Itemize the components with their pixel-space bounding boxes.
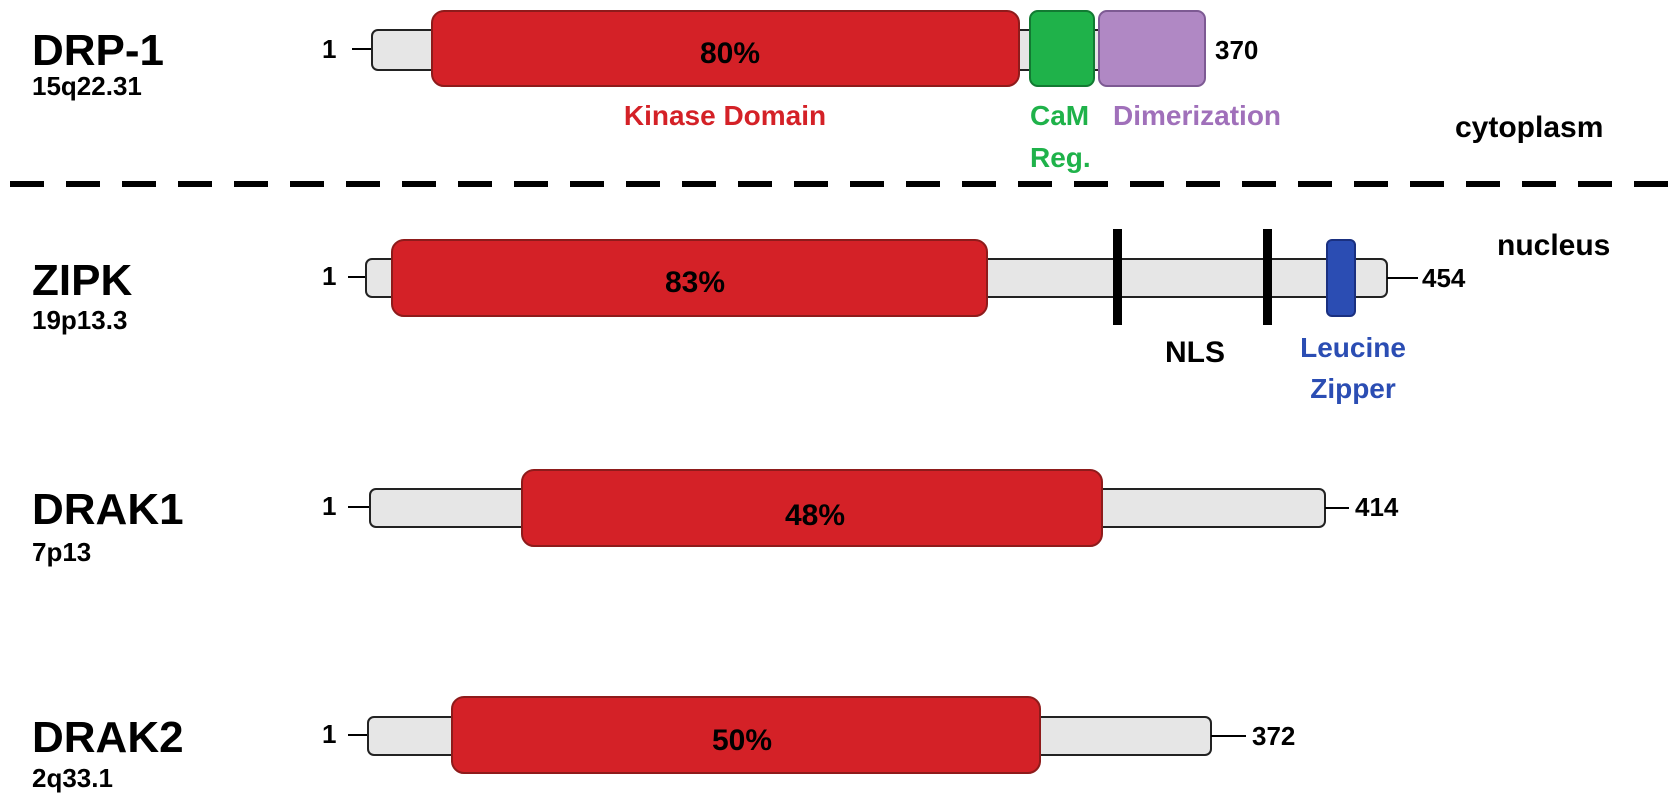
kinase-identity: 50% [712, 724, 772, 757]
protein-name: DRAK1 [32, 485, 184, 534]
leucine-label-line2: Zipper [1310, 373, 1396, 404]
leucine-label-line1: Leucine [1300, 332, 1406, 363]
start-residue: 1 [322, 34, 336, 64]
kinase-domain [431, 10, 1020, 87]
kinase-identity: 83% [665, 266, 725, 299]
protein-locus: 7p13 [32, 537, 91, 567]
protein-zipk: ZIPK 19p13.3 1 83% 454 NLS Leucine Zippe… [32, 229, 1466, 404]
protein-name: DRAK2 [32, 713, 184, 762]
protein-drp1: DRP-1 15q22.31 1 80% 370 Kinase Domain C… [32, 10, 1281, 173]
cam-label-line1: CaM [1030, 100, 1089, 131]
cam-regulatory-domain [1029, 10, 1095, 87]
nls-label: NLS [1165, 336, 1225, 369]
end-residue: 414 [1355, 492, 1399, 522]
cam-label-line2: Reg. [1030, 142, 1091, 173]
start-residue: 1 [322, 261, 336, 291]
start-residue: 1 [322, 719, 336, 749]
region-label-cytoplasm: cytoplasm [1455, 111, 1603, 144]
protein-drak1: DRAK1 7p13 1 48% 414 [32, 469, 1399, 567]
end-residue: 372 [1252, 721, 1295, 751]
kinase-domain [391, 239, 988, 317]
end-residue: 370 [1215, 35, 1258, 65]
kinase-domain [451, 696, 1041, 774]
region-label-nucleus: nucleus [1497, 229, 1610, 262]
kinase-domain-label: Kinase Domain [624, 100, 826, 131]
nls-marker [1113, 229, 1122, 325]
nls-marker [1263, 229, 1272, 325]
dimerization-label: Dimerization [1113, 100, 1281, 131]
protein-locus: 19p13.3 [32, 305, 127, 335]
leucine-zipper-domain [1326, 239, 1356, 317]
kinase-domain [521, 469, 1103, 547]
protein-locus: 2q33.1 [32, 763, 113, 793]
start-residue: 1 [322, 491, 336, 521]
protein-drak2: DRAK2 2q33.1 1 50% 372 [32, 696, 1295, 793]
kinase-identity: 80% [700, 37, 760, 70]
protein-locus: 15q22.31 [32, 71, 142, 101]
protein-name: DRP-1 [32, 26, 164, 75]
end-residue: 454 [1422, 263, 1466, 293]
kinase-identity: 48% [785, 499, 845, 532]
protein-name: ZIPK [32, 256, 132, 305]
dimerization-domain [1098, 10, 1206, 87]
